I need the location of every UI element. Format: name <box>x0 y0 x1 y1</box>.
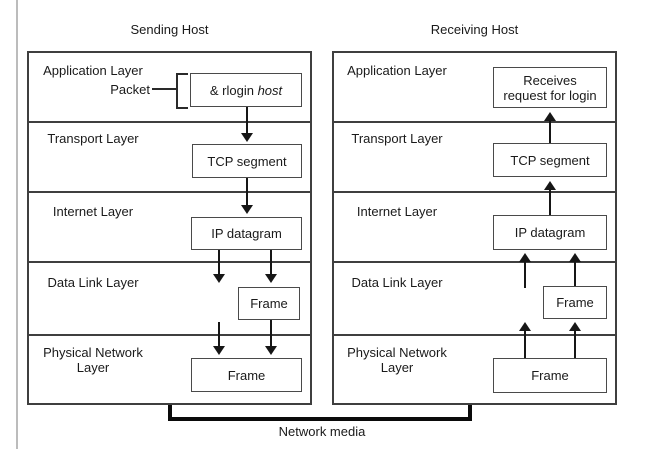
packet-bracket-bottom-tick <box>176 107 188 109</box>
up-arrow-icon <box>569 322 581 331</box>
receives-login-request-box: Receives request for login <box>493 67 607 108</box>
layer-label-text: Application Layer <box>43 63 143 78</box>
sending-divider-app-transport <box>27 121 312 123</box>
sending-divider-internet-datalink <box>27 261 312 263</box>
layer-label-text: Physical Network <box>43 345 143 360</box>
sending-layer-label-application: Application Layer <box>33 63 153 78</box>
sending-layer-label-physical: Physical Network Layer <box>33 345 153 375</box>
layer-label-text: Layer <box>380 360 414 375</box>
up-arrow-icon <box>519 322 531 331</box>
down-arrow-line <box>270 250 272 275</box>
sending-datalink-frame-box: Frame <box>238 287 300 320</box>
receiving-layer-label-datalink: Data Link Layer <box>337 275 457 290</box>
network-media-bracket-right-riser <box>468 405 472 421</box>
receiving-divider-transport-internet <box>332 191 617 193</box>
receiving-layer-label-physical: Physical Network Layer <box>337 345 457 375</box>
network-media-label: Network media <box>278 424 366 439</box>
up-arrow-icon <box>544 112 556 121</box>
up-arrow-icon <box>569 253 581 262</box>
receiving-divider-datalink-physical <box>332 334 617 336</box>
sending-divider-transport-internet <box>27 191 312 193</box>
packet-bracket <box>176 73 178 109</box>
receives-login-request-text: Receives request for login <box>503 73 596 103</box>
layer-label-text: Data Link Layer <box>47 275 139 290</box>
up-arrow-line <box>549 120 551 143</box>
up-arrow-icon <box>519 253 531 262</box>
down-arrow-line <box>218 250 220 275</box>
up-arrow-line <box>549 189 551 215</box>
layer-label-text: Transport Layer <box>47 131 139 146</box>
sending-layer-label-internet: Internet Layer <box>33 204 153 219</box>
receiving-layer-label-application: Application Layer <box>337 63 457 78</box>
box-text-line: request for login <box>503 87 597 103</box>
sending-divider-datalink-physical <box>27 334 312 336</box>
up-arrow-line <box>524 330 526 358</box>
receiving-physical-frame-box: Frame <box>493 358 607 393</box>
rlogin-command-box: & rlogin host <box>190 73 302 107</box>
layer-label-text: Internet Layer <box>52 204 134 219</box>
sending-host-title: Sending Host <box>130 22 209 37</box>
receiving-layer-label-internet: Internet Layer <box>337 204 457 219</box>
network-media-bracket-bar <box>168 417 472 421</box>
receiving-host-title: Receiving Host <box>430 22 519 37</box>
packet-label: Packet <box>110 82 150 97</box>
up-arrow-line <box>574 261 576 286</box>
layer-label-text: Data Link Layer <box>351 275 443 290</box>
sending-tcp-segment-box: TCP segment <box>192 144 302 178</box>
down-arrow-icon <box>213 346 225 355</box>
sending-layer-label-transport: Transport Layer <box>33 131 153 146</box>
down-arrow-line <box>246 178 248 206</box>
rlogin-command-arg: host <box>257 82 283 98</box>
rlogin-command-text: & rlogin host <box>210 83 282 98</box>
receiving-layer-label-transport: Transport Layer <box>337 131 457 146</box>
receiving-tcp-segment-box: TCP segment <box>493 143 607 177</box>
down-arrow-icon <box>265 274 277 283</box>
down-arrow-icon <box>265 346 277 355</box>
layer-label-text: Layer <box>76 360 110 375</box>
sending-physical-frame-box: Frame <box>191 358 302 392</box>
receiving-divider-app-transport <box>332 121 617 123</box>
layer-label-text: Application Layer <box>347 63 447 78</box>
page-left-rule <box>16 0 18 449</box>
down-arrow-line <box>270 320 272 347</box>
receiving-datalink-frame-box: Frame <box>543 286 607 319</box>
layer-label-text: Physical Network <box>347 345 447 360</box>
box-text-line: Receives <box>523 72 577 88</box>
down-arrow-icon <box>213 274 225 283</box>
rlogin-command-prefix: & rlogin <box>209 82 258 98</box>
layer-label-text: Transport Layer <box>351 131 443 146</box>
packet-bracket-top-tick <box>176 73 188 75</box>
down-arrow-icon <box>241 133 253 142</box>
sending-layer-label-datalink: Data Link Layer <box>33 275 153 290</box>
network-media-bracket-left-riser <box>168 405 172 421</box>
down-arrow-line <box>246 107 248 134</box>
layer-label-text: Internet Layer <box>356 204 438 219</box>
receiving-divider-internet-datalink <box>332 261 617 263</box>
up-arrow-icon <box>544 181 556 190</box>
down-arrow-line <box>218 322 220 347</box>
sending-ip-datagram-box: IP datagram <box>191 217 302 250</box>
packet-connector-line <box>152 88 177 90</box>
receiving-ip-datagram-box: IP datagram <box>493 215 607 250</box>
down-arrow-icon <box>241 205 253 214</box>
up-arrow-line <box>574 330 576 358</box>
up-arrow-line <box>524 261 526 288</box>
